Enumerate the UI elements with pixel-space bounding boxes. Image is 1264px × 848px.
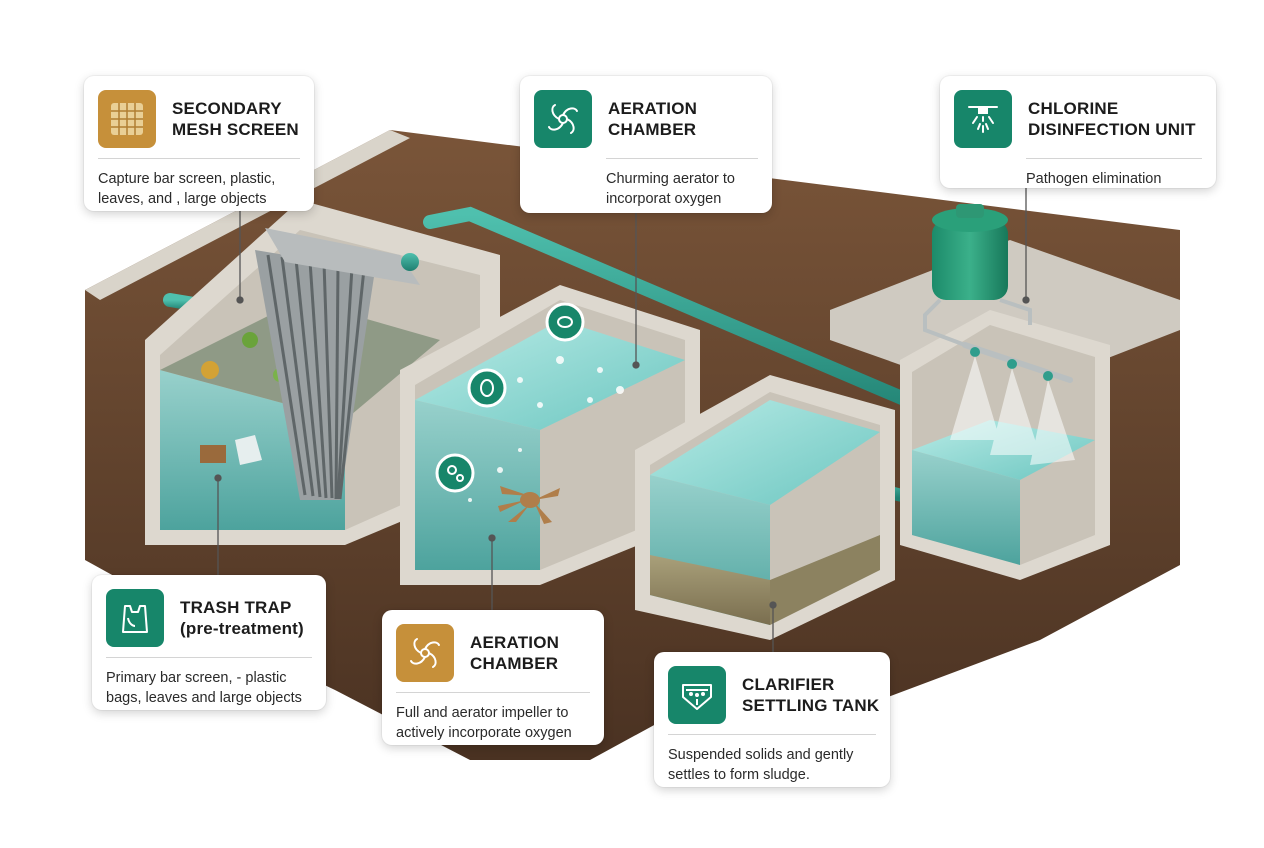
callout-description: Full and aerator impeller to actively in… (396, 703, 590, 743)
mesh-screen-icon (98, 90, 156, 148)
callout-description: Pathogen elimination (1026, 169, 1202, 189)
callout-trash-trap: TRASH TRAP (pre-treatment) Primary bar s… (92, 575, 326, 710)
callout-title-line: SECONDARY (172, 99, 282, 118)
callout-title-line: CLARIFIER (742, 675, 835, 694)
callout-chlorine-disinfection-unit: CHLORINE DISINFECTION UNIT Pathogen elim… (940, 76, 1216, 188)
sprinkler-icon (954, 90, 1012, 148)
divider (1026, 158, 1202, 159)
desc-line: Primary bar screen, - plastic (106, 670, 287, 686)
callout-title-line: DISINFECTION UNIT (1028, 120, 1196, 139)
callout-description: Primary bar screen, - plastic bags, leav… (106, 668, 312, 708)
impeller-icon (396, 624, 454, 682)
aerator-swirl-icon (534, 90, 592, 148)
desc-line: settles to form sludge. (668, 767, 810, 783)
desc-line: leaves, and , large objects (98, 191, 267, 207)
divider (668, 734, 876, 735)
desc-line: incorporat oxygen (606, 191, 722, 207)
callout-title-line: CHAMBER (608, 120, 697, 139)
settling-tank-icon (668, 666, 726, 724)
callout-title-line: (pre-treatment) (180, 619, 304, 638)
plastic-bag-icon (106, 589, 164, 647)
callout-secondary-mesh-screen: SECONDARY MESH SCREEN Capture bar screen… (84, 76, 314, 211)
desc-line: bags, leaves and large objects (106, 690, 302, 706)
callout-description: Churming aerator to incorporat oxygen (606, 169, 758, 209)
callout-title-line: CHLORINE (1028, 99, 1119, 118)
callout-title-line: SETTLING TANK (742, 696, 880, 715)
divider (396, 692, 590, 693)
desc-line: Suspended solids and gently (668, 747, 854, 763)
chlorine-tank (900, 204, 1110, 580)
soil-rim (85, 130, 410, 300)
callout-aeration-chamber-bottom: AERATION CHAMBER Full and aerator impell… (382, 610, 604, 745)
callout-description: Capture bar screen, plastic, leaves, and… (98, 169, 300, 209)
callout-description: Suspended solids and gently settles to f… (668, 745, 876, 785)
divider (98, 158, 300, 159)
callout-title-line: TRASH TRAP (180, 598, 292, 617)
callout-title-line: AERATION (470, 633, 560, 652)
divider (106, 657, 312, 658)
clarifier-tank (635, 375, 895, 640)
desc-line: Pathogen elimination (1026, 171, 1162, 187)
desc-line: Capture bar screen, plastic, (98, 171, 276, 187)
aeration-tank (400, 285, 700, 585)
callout-title-line: AERATION (608, 99, 698, 118)
desc-line: actively incorporate oxygen (396, 725, 572, 741)
callout-title-line: CHAMBER (470, 654, 559, 673)
callout-clarifier-settling-tank: CLARIFIER SETTLING TANK Suspended solids… (654, 652, 890, 787)
desc-line: Churming aerator to (606, 171, 735, 187)
callout-title-line: MESH SCREEN (172, 120, 299, 139)
divider (606, 158, 758, 159)
desc-line: Full and aerator impeller to (396, 705, 569, 721)
callout-aeration-chamber-top: AERATION CHAMBER Churming aerator to inc… (520, 76, 772, 213)
